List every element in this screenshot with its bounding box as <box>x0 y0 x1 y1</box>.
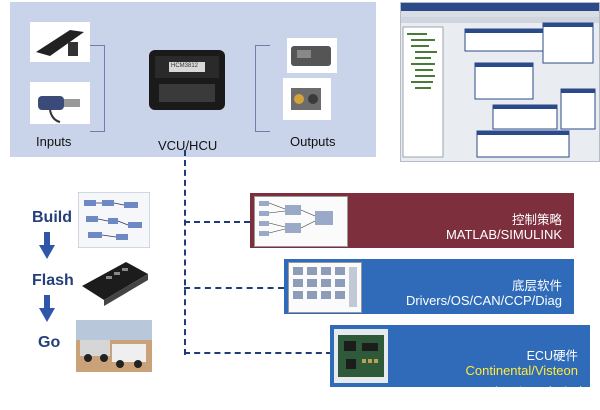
input-pedal-image <box>30 22 90 62</box>
layer-control-strategy: 控制策略 MATLAB/SIMULINK <box>250 193 574 248</box>
output-motor-image <box>283 78 331 120</box>
inputs-bracket <box>90 45 105 132</box>
watermark: 知乎 @电小真 <box>493 386 588 403</box>
arrow-build-flash-shaft <box>44 232 50 246</box>
step-flash-label: Flash <box>32 272 74 289</box>
step-go-label: Go <box>38 334 61 351</box>
layer-software-subtitle: Drivers/OS/CAN/CCP/Diag <box>405 293 562 308</box>
layer-base-software: 底层软件 Drivers/OS/CAN/CCP/Diag <box>284 259 574 314</box>
input-sensor-image <box>30 82 90 124</box>
software-screenshot <box>400 2 600 162</box>
arrow-build-flash-icon <box>39 245 55 259</box>
layer-hardware-subtitle: Continental/Visteon <box>465 363 578 378</box>
outputs-label: Outputs <box>290 134 336 149</box>
layer-software-title: 底层软件 <box>511 279 562 293</box>
connector-to-control <box>184 221 250 223</box>
layer-control-title: 控制策略 <box>511 213 562 227</box>
flash-ecu-image <box>76 254 154 310</box>
layer-control-subtitle: MATLAB/SIMULINK <box>445 227 562 242</box>
ecu-chip-text: HCM3812 <box>171 63 199 69</box>
layer-hardware-title: ECU硬件 <box>526 349 578 363</box>
go-vehicles-image <box>76 320 152 372</box>
outputs-bracket <box>255 45 270 132</box>
layer-ecu-hardware: ECU硬件 Continental/Visteon <box>330 325 590 387</box>
simulink-model-thumbnail <box>254 196 348 247</box>
vcu-hcu-label: VCU/HCU <box>158 138 218 153</box>
vcu-controller-image <box>145 44 230 114</box>
connector-to-hardware <box>184 352 332 354</box>
arrow-flash-go-shaft <box>44 295 50 309</box>
output-inverter-image <box>287 38 337 73</box>
arrow-flash-go-icon <box>39 308 55 322</box>
build-model-image <box>77 191 151 249</box>
connector-to-software <box>184 287 284 289</box>
step-build-label: Build <box>32 209 72 226</box>
software-config-thumbnail <box>288 262 362 313</box>
ecu-board-thumbnail <box>334 329 388 383</box>
connector-vertical <box>184 150 186 355</box>
inputs-label: Inputs <box>36 134 72 149</box>
